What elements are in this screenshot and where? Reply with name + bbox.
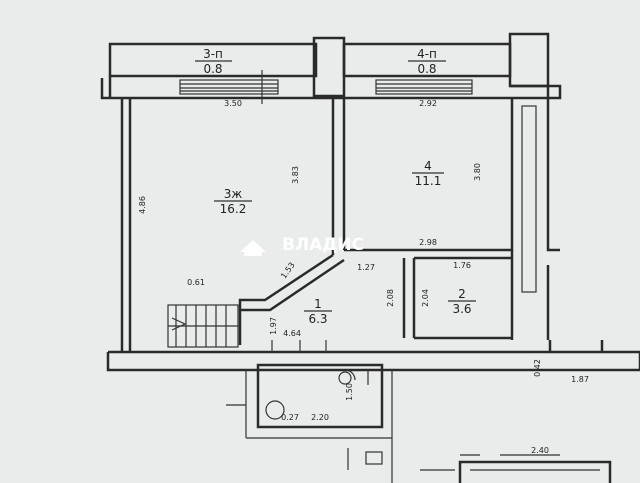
room-4: 4 11.1 [412, 159, 444, 188]
room-2-code: 2 [458, 287, 466, 301]
room-2: 2 3.6 [448, 287, 476, 316]
watermark-text: ВЛАДИС [282, 235, 364, 255]
dim-153: 1.53 [279, 261, 297, 281]
dimensions: 3.50 2.92 4.86 3.83 3.80 2.98 1.53 1.27 … [138, 99, 589, 455]
dim-208: 2.08 [386, 289, 395, 307]
dim-350: 3.50 [224, 99, 242, 108]
fixture-circle [338, 371, 352, 385]
dim-298: 2.98 [419, 238, 437, 247]
room-3p-code: 3-п [203, 47, 223, 61]
dim-127: 1.27 [357, 263, 375, 272]
dim-380: 3.80 [473, 163, 482, 181]
dim-027: 0.27 [281, 413, 299, 422]
walls [100, 32, 640, 483]
room-1: 1 6.3 [304, 297, 332, 326]
dim-187: 1.87 [571, 375, 589, 384]
room-2-area: 3.6 [452, 302, 471, 316]
stairs [167, 304, 239, 348]
dim-197: 1.97 [269, 317, 278, 335]
dim-464: 4.64 [283, 329, 301, 338]
dim-383: 3.83 [291, 166, 300, 184]
dim-176: 1.76 [453, 261, 471, 270]
door-arc [344, 369, 356, 381]
dim-042: 0.42 [533, 359, 542, 377]
room-1-area: 6.3 [308, 312, 327, 326]
window-right [375, 79, 473, 95]
room-3p: 3-п 0.8 [195, 47, 232, 76]
room-3p-area: 0.8 [203, 62, 222, 76]
watermark: ВЛАДИС [240, 235, 364, 256]
room-3-code: 3ж [224, 187, 243, 201]
dim-292: 2.92 [419, 99, 437, 108]
window-left [179, 70, 279, 104]
room-3: 3ж 16.2 [214, 187, 252, 216]
room-4p: 4-п 0.8 [408, 47, 446, 76]
room-4-code: 4 [424, 159, 432, 173]
room-4p-area: 0.8 [417, 62, 436, 76]
dim-240: 2.40 [531, 446, 549, 455]
dim-486: 4.86 [138, 196, 147, 214]
room-3-area: 16.2 [220, 202, 247, 216]
dim-204: 2.04 [421, 289, 430, 307]
dim-220: 2.20 [311, 413, 329, 422]
dim-061: 0.61 [187, 278, 205, 287]
fixture-circle-2 [265, 400, 285, 420]
dim-150: 1.50 [345, 383, 354, 401]
room-1-code: 1 [314, 297, 322, 311]
room-4p-code: 4-п [417, 47, 437, 61]
room-4-area: 11.1 [415, 174, 442, 188]
